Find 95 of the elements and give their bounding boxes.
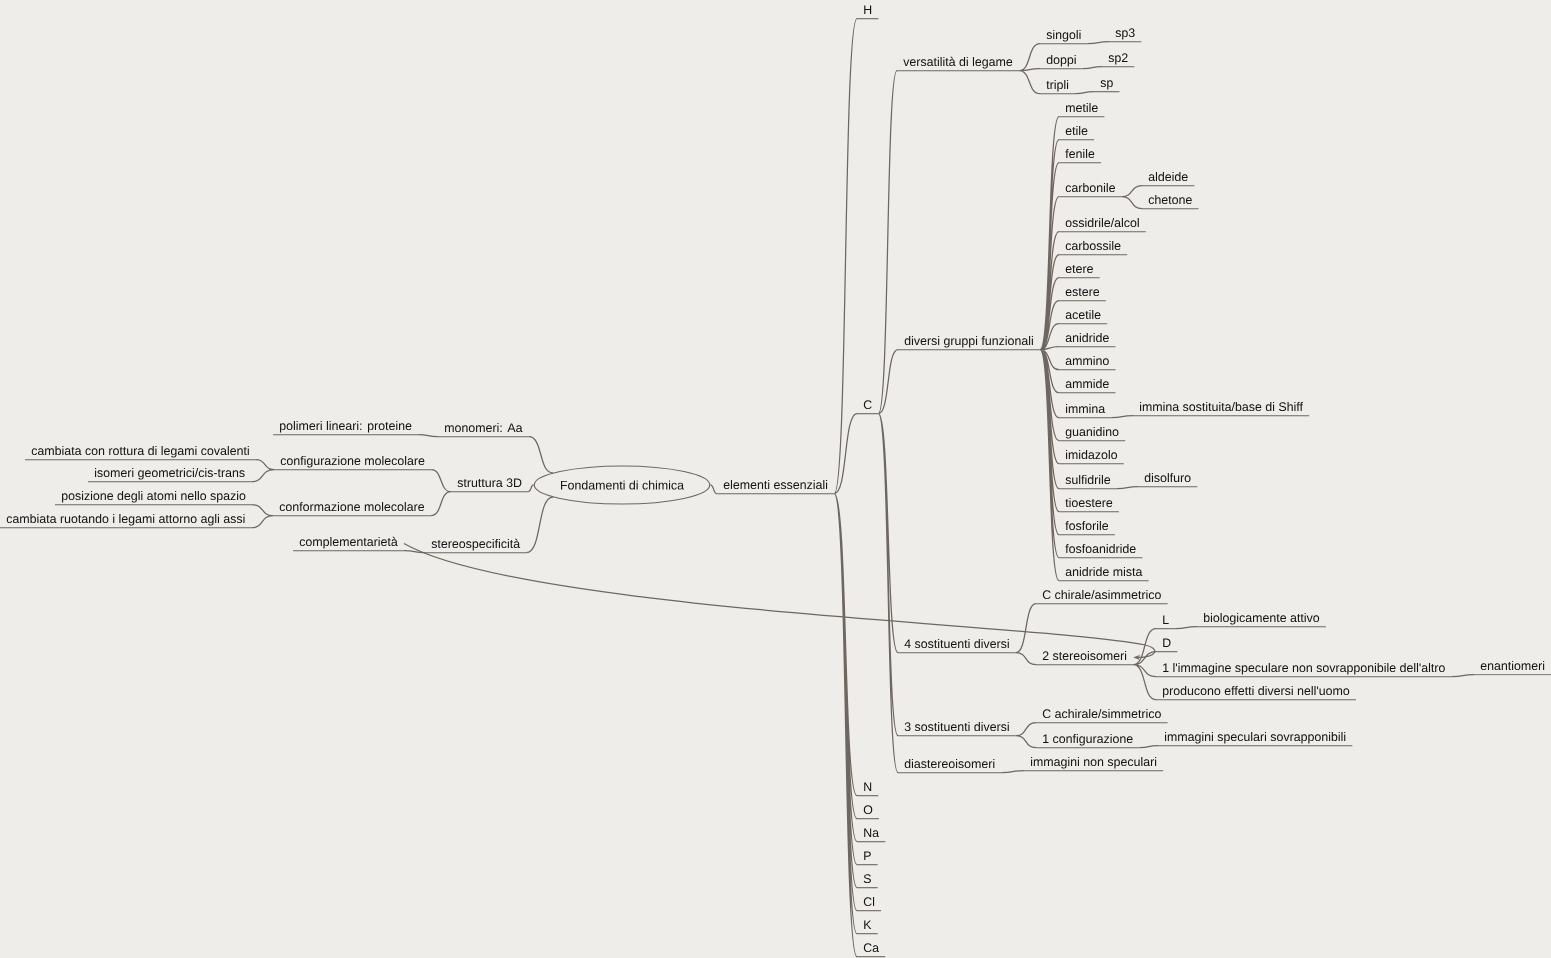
underlined-label: metile [1058,103,1106,118]
underlined-label: ossidrile/alcol [1058,218,1147,233]
branch-lines [430,469,452,517]
branch-line [1110,415,1134,419]
underlined-label: fosfoanidride [1058,544,1143,559]
underlined-label: aldeide [1141,172,1195,187]
underlined-label: posizione degli atomi nello spazio [54,491,253,506]
relation-arrow [403,542,1156,660]
underlined-label: anidride [1058,333,1117,348]
underlined-label: imidazolo [1058,450,1125,465]
underlined-label: stereospecificità [424,538,527,554]
underlined-label: enantiomeri [1473,661,1551,676]
underlined-label: fosforile [1058,521,1116,536]
underlined-label: fenile [1058,149,1102,164]
underlined-label: O [856,805,880,820]
underlined-label: P [856,851,879,866]
underlined-label: cambiata ruotando i legami attorno agli assi [0,514,253,529]
branch-line [528,436,554,474]
underlined-label: configurazione molecolare [273,456,432,471]
underlined-label: Na [856,828,886,843]
underlined-label: producono effetti diversi nell'uomo [1155,686,1357,701]
branch-lines [877,70,899,774]
underlined-label: immina sostituita/base di Shiff [1132,402,1310,417]
underlined-label: singoli [1039,30,1089,45]
underlined-label: sp3 [1108,28,1142,43]
underlined-label: 4 sostituenti diversi [897,639,1017,654]
underlined-label: 1 l'immagine speculare non sovrapponibile dell'altro [1155,663,1453,678]
underlined-label: estere [1058,288,1107,302]
underlined-label: versatilità di legame [896,56,1020,72]
underlined-label: ammino [1058,356,1117,371]
branch-line [525,496,554,554]
underlined-label: etile [1058,126,1095,141]
underlined-label: Ca [856,943,886,958]
underlined-label: N [856,782,879,797]
underlined-label: 2 stereoisomeri [1035,651,1134,666]
underlined-label: sp [1093,80,1121,93]
underlined-label: 3 sostituenti diversi [897,722,1017,737]
branch-line [527,484,535,493]
branch-lines [250,504,274,529]
branch-lines [1121,185,1143,210]
branch-line [1000,770,1025,774]
underlined-label: sulfidrile [1058,475,1118,490]
branch-lines [1039,116,1060,582]
underlined-label: Cl [856,897,882,912]
branch-line [1174,626,1198,630]
underlined-label: carbonile [1058,183,1123,198]
underlined-label: complementarietà [292,536,405,552]
underlined-label: etere [1058,265,1101,279]
branch-lines [1015,603,1037,666]
branch-lines [1018,43,1041,95]
underlined-label: ammide [1058,379,1117,394]
underlined-label: carbossile [1058,241,1128,256]
underlined-label: C achirale/simmetrico [1035,709,1169,724]
branch-line [1082,66,1103,70]
branch-line [709,484,718,495]
underlined-label: S [856,874,879,889]
underlined-label: polimeri lineari: proteine [272,421,419,436]
underlined-label: immagini non speculari [1023,757,1164,772]
branch-line [1116,486,1139,490]
underlined-label: doppi [1039,55,1084,70]
branch-line [1138,745,1159,749]
underlined-label: 1 configurazione [1035,734,1140,749]
branch-lines [1132,628,1157,701]
underlined-label: guanidino [1058,427,1126,442]
underlined-label: C [856,400,879,415]
underlined-label: cambiata con rottura di legami covalenti [24,446,257,461]
branch-line [1451,674,1475,678]
underlined-label: struttura 3D [450,478,529,493]
underlined-label: conformazione molecolare [272,502,432,517]
underlined-label: H [856,5,879,20]
branch-line [1086,41,1110,45]
underlined-label: tioestere [1058,498,1120,513]
underlined-label: biologicamente attivo [1196,613,1327,628]
underlined-label: diversi gruppi funzionali [897,336,1041,351]
underlined-label: K [856,920,879,935]
branch-lines [1015,722,1037,749]
branch-lines [833,18,858,958]
underlined-label: chetone [1141,195,1200,210]
underlined-label: C chirale/asimmetrico [1035,590,1169,605]
branch-line [417,434,439,438]
underlined-label: diastereoisomeri [897,759,1002,774]
branch-lines [250,459,275,483]
underlined-label: elementi essenziali [716,480,835,495]
underlined-label: immina [1058,404,1112,419]
underlined-label: sp2 [1101,53,1135,68]
underlined-label: isomeri geometrici/cis-trans [87,468,252,483]
underlined-label: immagini speculari sovrapponibili [1157,732,1353,747]
underlined-label: D [1155,638,1178,653]
underlined-label: tripli [1039,80,1076,95]
underlined-label: acetile [1058,310,1108,325]
branch-line [1074,91,1095,95]
underlined-label: L [1155,615,1176,630]
underlined-label: monomeri: Aa [437,423,530,438]
underlined-label: anidride mista [1058,567,1150,582]
underlined-label: disolfuro [1137,473,1198,488]
